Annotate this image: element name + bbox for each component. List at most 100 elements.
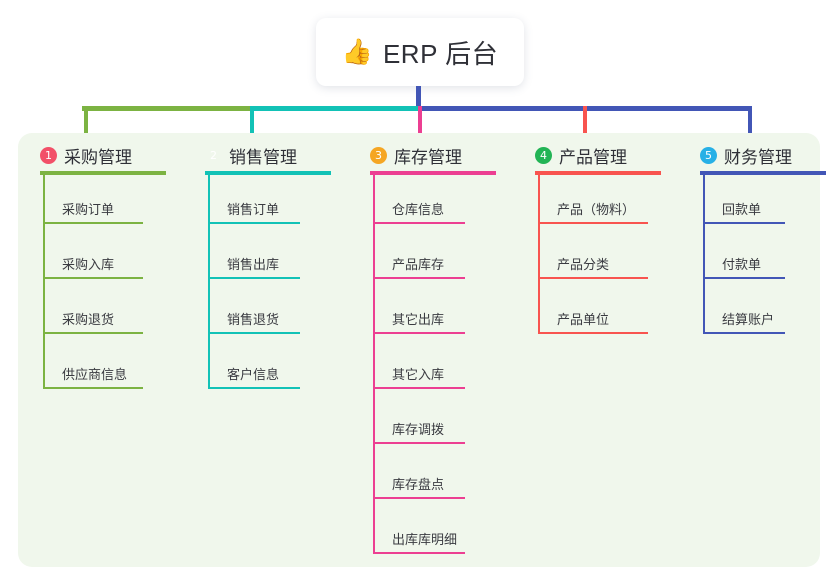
leaf-item-rule (43, 332, 143, 334)
connector-segment-2 (250, 106, 419, 111)
leaf-item[interactable]: 产品库存 (373, 246, 465, 279)
leaf-item-label: 回款单 (722, 202, 762, 217)
root-node-label: ERP 后台 (382, 38, 499, 69)
leaf-item[interactable]: 产品分类 (538, 246, 648, 279)
connector-drop-2 (250, 106, 254, 150)
branch-header-4[interactable]: 4 产品管理 (535, 143, 627, 168)
leaf-item-label: 供应商信息 (62, 367, 128, 382)
leaf-item-rule (373, 387, 465, 389)
trunk-connector (416, 86, 421, 110)
connector-drop-5 (748, 106, 752, 150)
leaf-item-rule (538, 277, 648, 279)
leaf-item-label: 其它入库 (392, 367, 445, 382)
branch-title: 销售管理 (229, 148, 297, 167)
leaf-item[interactable]: 结算账户 (703, 301, 785, 334)
leaf-item-rule (538, 332, 648, 334)
leaf-item-rule (373, 222, 465, 224)
leaf-item[interactable]: 其它入库 (373, 356, 465, 389)
leaf-item[interactable]: 供应商信息 (43, 356, 143, 389)
branch-badge-icon: 4 (535, 147, 552, 164)
branch-header-rule (205, 171, 331, 175)
connector-drop-3 (418, 106, 422, 150)
branch-spine (538, 175, 540, 334)
leaf-item-label: 产品分类 (557, 257, 610, 272)
leaf-item-rule (208, 222, 300, 224)
leaf-item-rule (538, 222, 648, 224)
leaf-item-label: 库存调拨 (392, 422, 445, 437)
leaf-item[interactable]: 销售订单 (208, 191, 300, 224)
branch-badge-icon: 5 (700, 147, 717, 164)
leaf-item[interactable]: 回款单 (703, 191, 785, 224)
leaf-item-rule (208, 332, 300, 334)
branch-spine (43, 175, 45, 389)
leaf-item-label: 产品单位 (557, 312, 610, 327)
leaf-item[interactable]: 客户信息 (208, 356, 300, 389)
leaf-item[interactable]: 库存盘点 (373, 466, 465, 499)
leaf-item[interactable]: 其它出库 (373, 301, 465, 334)
connector-drop-4 (583, 106, 587, 150)
leaf-item[interactable]: 仓库信息 (373, 191, 465, 224)
branch-badge-icon: 1 (40, 147, 57, 164)
branch-spine (208, 175, 210, 389)
connector-drop-1 (84, 106, 88, 150)
leaf-item[interactable]: 产品（物料） (538, 191, 648, 224)
leaf-item-rule (43, 277, 143, 279)
leaf-item-label: 仓库信息 (392, 202, 445, 217)
branch-header-rule (40, 171, 166, 175)
leaf-item-rule (43, 387, 143, 389)
leaf-item[interactable]: 产品单位 (538, 301, 648, 334)
branch-header-rule (535, 171, 661, 175)
leaf-item-label: 产品库存 (392, 257, 445, 272)
leaf-item-label: 客户信息 (227, 367, 280, 382)
branch-header-5[interactable]: 5 财务管理 (700, 143, 792, 168)
leaf-item-label: 销售退货 (227, 312, 280, 327)
leaf-item[interactable]: 采购入库 (43, 246, 143, 279)
branch-header-2[interactable]: 2 销售管理 (205, 143, 297, 168)
branch-spine (373, 175, 375, 554)
leaf-item-rule (373, 497, 465, 499)
leaf-item[interactable]: 付款单 (703, 246, 785, 279)
leaf-item-label: 产品（物料） (557, 202, 636, 217)
leaf-item-label: 销售订单 (227, 202, 280, 217)
leaf-item-rule (703, 222, 785, 224)
branch-badge-icon: 2 (210, 149, 217, 162)
leaf-item-label: 出库库明细 (392, 532, 458, 547)
leaf-item[interactable]: 销售退货 (208, 301, 300, 334)
leaf-item-rule (373, 442, 465, 444)
leaf-item-label: 库存盘点 (392, 477, 445, 492)
root-node[interactable]: 👍 ERP 后台 (316, 18, 524, 86)
branch-header-rule (700, 171, 826, 175)
leaf-item-label: 采购订单 (62, 202, 115, 217)
leaf-item-rule (373, 332, 465, 334)
leaf-item-rule (373, 552, 465, 554)
leaf-item-rule (703, 332, 785, 334)
leaf-item-rule (373, 277, 465, 279)
leaf-item-label: 采购退货 (62, 312, 115, 327)
leaf-item[interactable]: 采购订单 (43, 191, 143, 224)
leaf-item-rule (208, 277, 300, 279)
branch-header-1[interactable]: 1 采购管理 (40, 143, 132, 168)
branch-badge-icon: 3 (370, 147, 387, 164)
leaf-item[interactable]: 出库库明细 (373, 521, 465, 554)
leaf-item-rule (208, 387, 300, 389)
leaf-item-label: 结算账户 (722, 312, 775, 327)
leaf-item-rule (43, 222, 143, 224)
leaf-item[interactable]: 库存调拨 (373, 411, 465, 444)
branch-title: 产品管理 (559, 148, 627, 167)
leaf-item-rule (703, 277, 785, 279)
branch-panel: 1 采购管理采购订单采购入库采购退货供应商信息 2 销售管理销售订单销售出库销售退货客… (18, 133, 826, 567)
branch-header-rule (370, 171, 496, 175)
leaf-item-label: 其它出库 (392, 312, 445, 327)
connector-segment-1 (82, 106, 252, 111)
leaf-item-label: 采购入库 (62, 257, 115, 272)
leaf-item-label: 付款单 (722, 257, 762, 272)
branch-header-3[interactable]: 3 库存管理 (370, 143, 462, 168)
thumbs-up-icon: 👍 (341, 37, 373, 66)
leaf-item[interactable]: 销售出库 (208, 246, 300, 279)
branch-title: 库存管理 (394, 148, 462, 167)
leaf-item-label: 销售出库 (227, 257, 280, 272)
branch-title: 财务管理 (724, 148, 792, 167)
leaf-item[interactable]: 采购退货 (43, 301, 143, 334)
branch-title: 采购管理 (64, 148, 132, 167)
